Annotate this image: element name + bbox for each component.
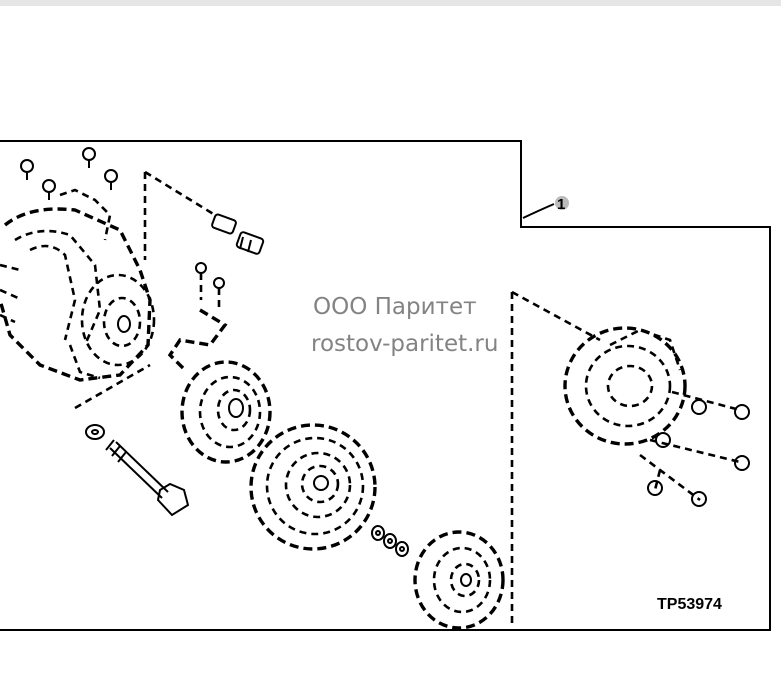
compressor bbox=[0, 188, 156, 382]
top-bolts bbox=[20, 147, 118, 200]
watermark-company: ООО Паритет bbox=[313, 294, 477, 320]
callout-label: 1 bbox=[557, 196, 565, 213]
guide-line-right bbox=[510, 290, 601, 625]
frame-outline bbox=[0, 140, 771, 631]
bracket-screws bbox=[167, 262, 228, 372]
flange bbox=[563, 326, 687, 446]
pulley-2 bbox=[249, 423, 377, 551]
washers bbox=[371, 525, 409, 557]
guide-line-top bbox=[143, 170, 216, 260]
guide-line-bolt bbox=[74, 363, 151, 410]
top-bar bbox=[0, 0, 781, 6]
figure-code: TP53974 bbox=[657, 596, 722, 613]
long-bolt bbox=[85, 424, 190, 517]
callout-1: 1 bbox=[522, 196, 569, 219]
pulley-1 bbox=[180, 360, 272, 464]
fitting bbox=[211, 213, 265, 255]
clutch-hub bbox=[413, 530, 505, 630]
watermark-url: rostov-paritet.ru bbox=[311, 331, 499, 357]
flange-bolts bbox=[639, 390, 750, 507]
